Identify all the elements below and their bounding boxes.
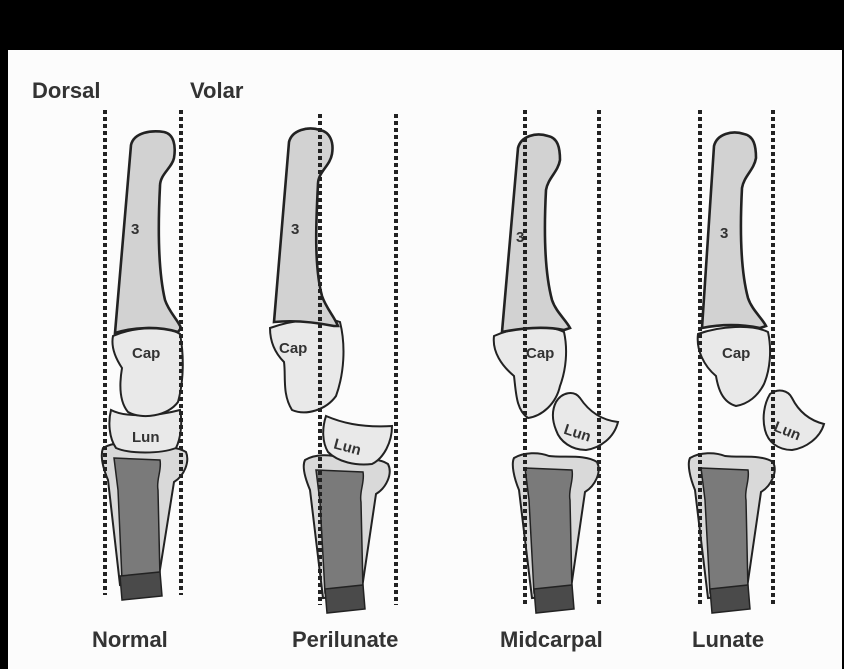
metacarpal-label: 3 bbox=[720, 225, 728, 242]
panel-title-perilunate: Perilunate bbox=[292, 627, 398, 652]
panel-title-midcarpal: Midcarpal bbox=[500, 627, 603, 652]
third-metacarpal bbox=[702, 133, 766, 329]
panel-title-normal: Normal bbox=[92, 627, 168, 652]
lunate-dislocation-diagram: Lun Cap 3 Lunate bbox=[689, 110, 824, 652]
wrist-dislocation-diagram: Dorsal Volar Lun Cap 3 Normal Lun Cap 3 bbox=[8, 50, 842, 669]
third-metacarpal bbox=[502, 135, 570, 333]
capitate-label: Cap bbox=[132, 345, 160, 362]
figure-panel: Dorsal Volar Lun Cap 3 Normal Lun Cap 3 bbox=[8, 50, 842, 669]
third-metacarpal bbox=[274, 129, 338, 327]
capitate-bone bbox=[112, 328, 182, 416]
capitate-bone bbox=[270, 319, 343, 412]
capitate-label: Cap bbox=[722, 345, 750, 362]
third-metacarpal bbox=[115, 131, 181, 333]
capitate-label: Cap bbox=[526, 345, 554, 362]
normal-diagram: Lun Cap 3 Normal bbox=[92, 110, 187, 652]
metacarpal-label: 3 bbox=[131, 221, 139, 238]
capitate-bone bbox=[698, 327, 770, 406]
lunate-label: Lun bbox=[132, 429, 160, 446]
volar-label: Volar bbox=[190, 78, 244, 103]
radius bbox=[102, 443, 187, 600]
dorsal-label: Dorsal bbox=[32, 78, 100, 103]
perilunate-diagram: Lun Cap 3 Perilunate bbox=[270, 114, 398, 652]
metacarpal-label: 3 bbox=[291, 221, 299, 238]
capitate-label: Cap bbox=[279, 340, 307, 357]
panel-title-lunate: Lunate bbox=[692, 627, 764, 652]
midcarpal-diagram: Lun Cap 3 Midcarpal bbox=[494, 110, 618, 652]
radius bbox=[304, 455, 390, 613]
